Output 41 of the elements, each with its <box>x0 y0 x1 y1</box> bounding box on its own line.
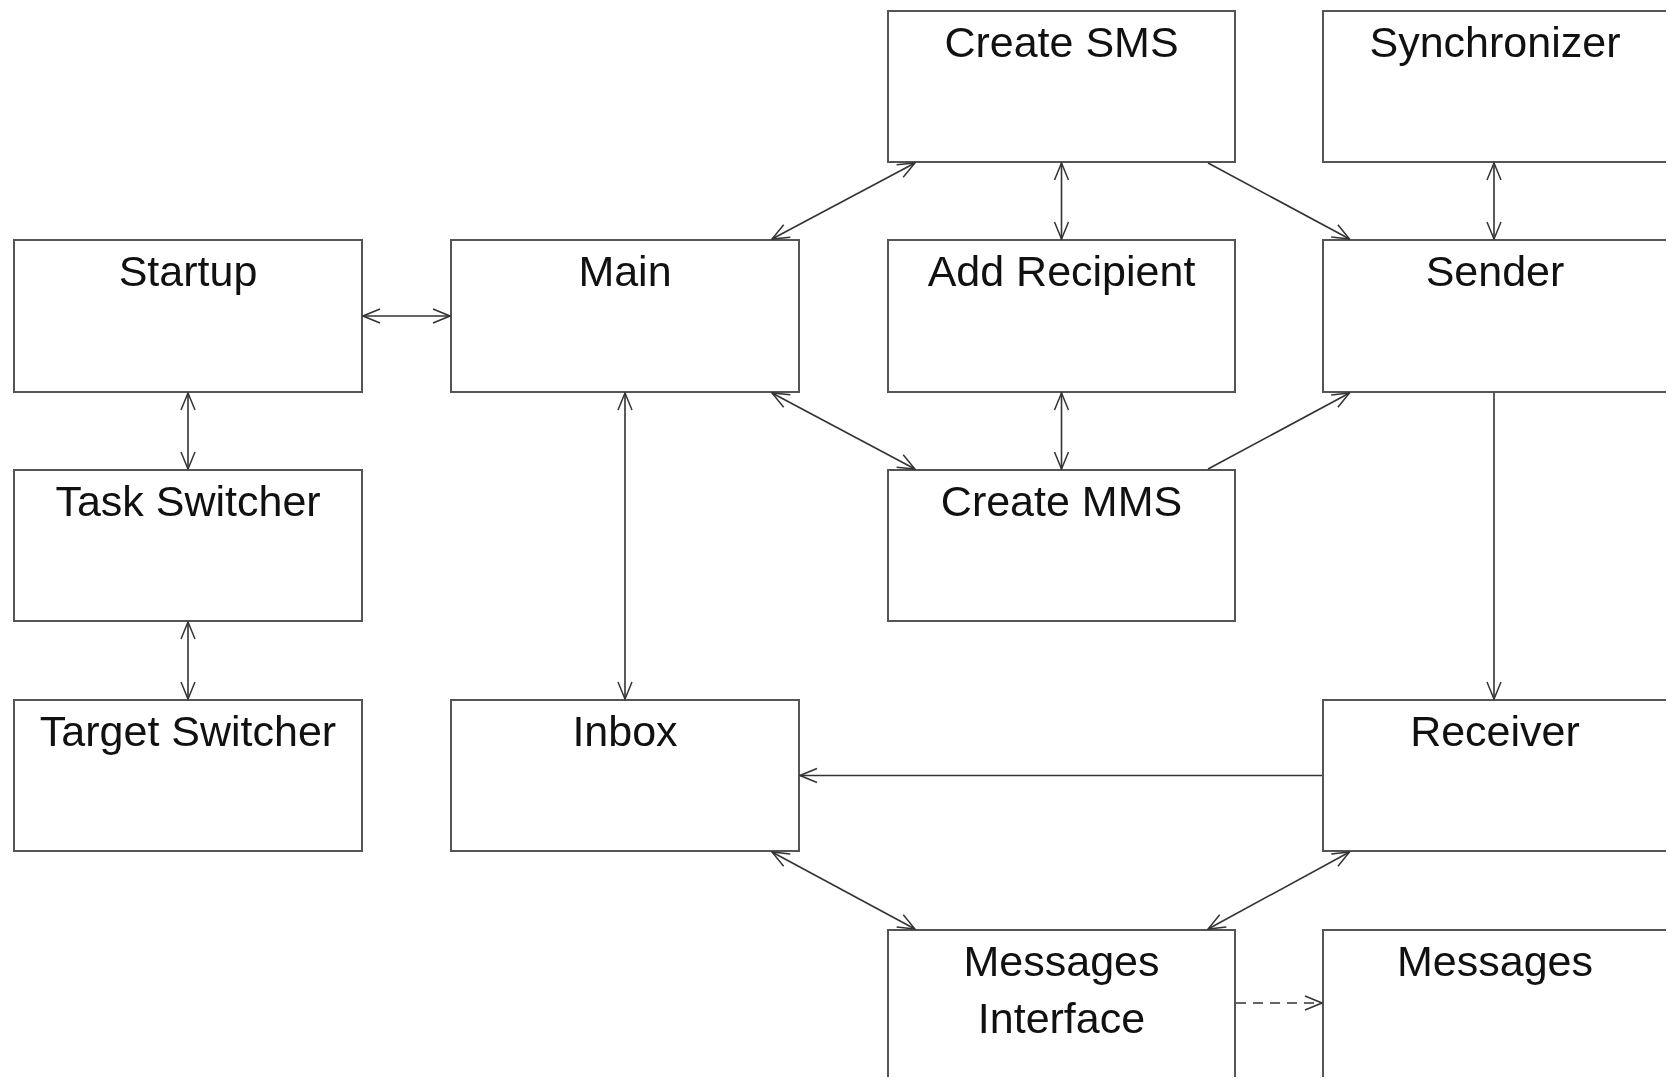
process-box <box>13 469 363 622</box>
arrow <box>1486 392 1502 700</box>
process-box <box>887 239 1236 393</box>
box-label: Target Switcher <box>38 706 338 757</box>
arrow <box>1053 392 1070 470</box>
box-label: Create MMS <box>939 476 1184 527</box>
box-label: Synchronizer <box>1368 17 1622 68</box>
process-box <box>1322 699 1666 852</box>
arrow <box>1486 162 1502 240</box>
arrow <box>180 392 196 470</box>
process-box <box>450 699 800 852</box>
arrow <box>180 621 196 700</box>
process-box <box>887 10 1236 163</box>
arrow <box>771 162 916 240</box>
process-box <box>887 469 1236 622</box>
process-box <box>1322 239 1666 393</box>
arrow <box>1053 162 1070 240</box>
arrow <box>1207 162 1351 240</box>
arrow <box>617 392 633 700</box>
process-box <box>13 239 363 393</box>
box-label: Receiver <box>1409 706 1581 757</box>
box-label: Inbox <box>571 706 679 757</box>
process-box <box>450 239 800 393</box>
arrow <box>1235 995 1323 1011</box>
arrow <box>362 308 451 324</box>
arrow <box>771 392 916 470</box>
box-label: Sender <box>1424 246 1566 297</box>
box-label: Create SMS <box>943 17 1180 68</box>
arrow <box>799 767 1323 784</box>
arrow <box>771 851 916 930</box>
box-label: Messages Interface <box>962 936 1161 1044</box>
process-box <box>13 699 363 852</box>
box-label: Main <box>577 246 673 297</box>
arrow <box>1207 851 1351 930</box>
box-label: Add Recipient <box>926 246 1197 297</box>
arrow <box>1207 392 1351 470</box>
box-label: Task Switcher <box>54 476 322 527</box>
box-label: Startup <box>117 246 259 297</box>
box-label: Messages <box>1396 936 1594 987</box>
process-box <box>1322 10 1666 163</box>
process-box <box>887 929 1236 1077</box>
